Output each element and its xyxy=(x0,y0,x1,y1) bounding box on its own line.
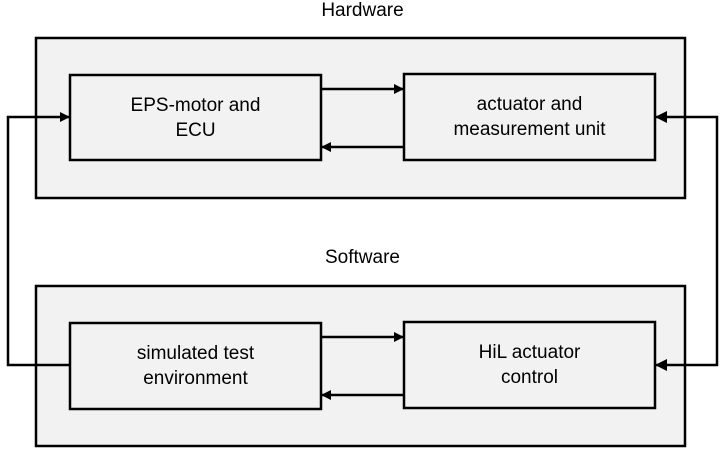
connector-right-loop xyxy=(655,115,719,367)
connector-simulated-to-eps xyxy=(6,112,70,367)
simulated-environment-block xyxy=(68,321,323,411)
hardware-title: Hardware xyxy=(321,0,404,21)
simulated-environment-label: simulated test environment xyxy=(136,343,255,389)
eps-motor-ecu-block xyxy=(68,73,323,162)
eps-motor-ecu-label: EPS-motor and ECU xyxy=(130,94,261,141)
arrowhead-into-actuator xyxy=(655,111,667,123)
hil-actuator-control-label: HiL actuator control xyxy=(478,342,581,388)
software-title: Software xyxy=(325,247,400,268)
hil-actuator-control-block xyxy=(402,320,657,410)
arrowhead-into-hil xyxy=(655,359,667,371)
actuator-measurement-label: actuator and measurement unit xyxy=(453,94,606,140)
